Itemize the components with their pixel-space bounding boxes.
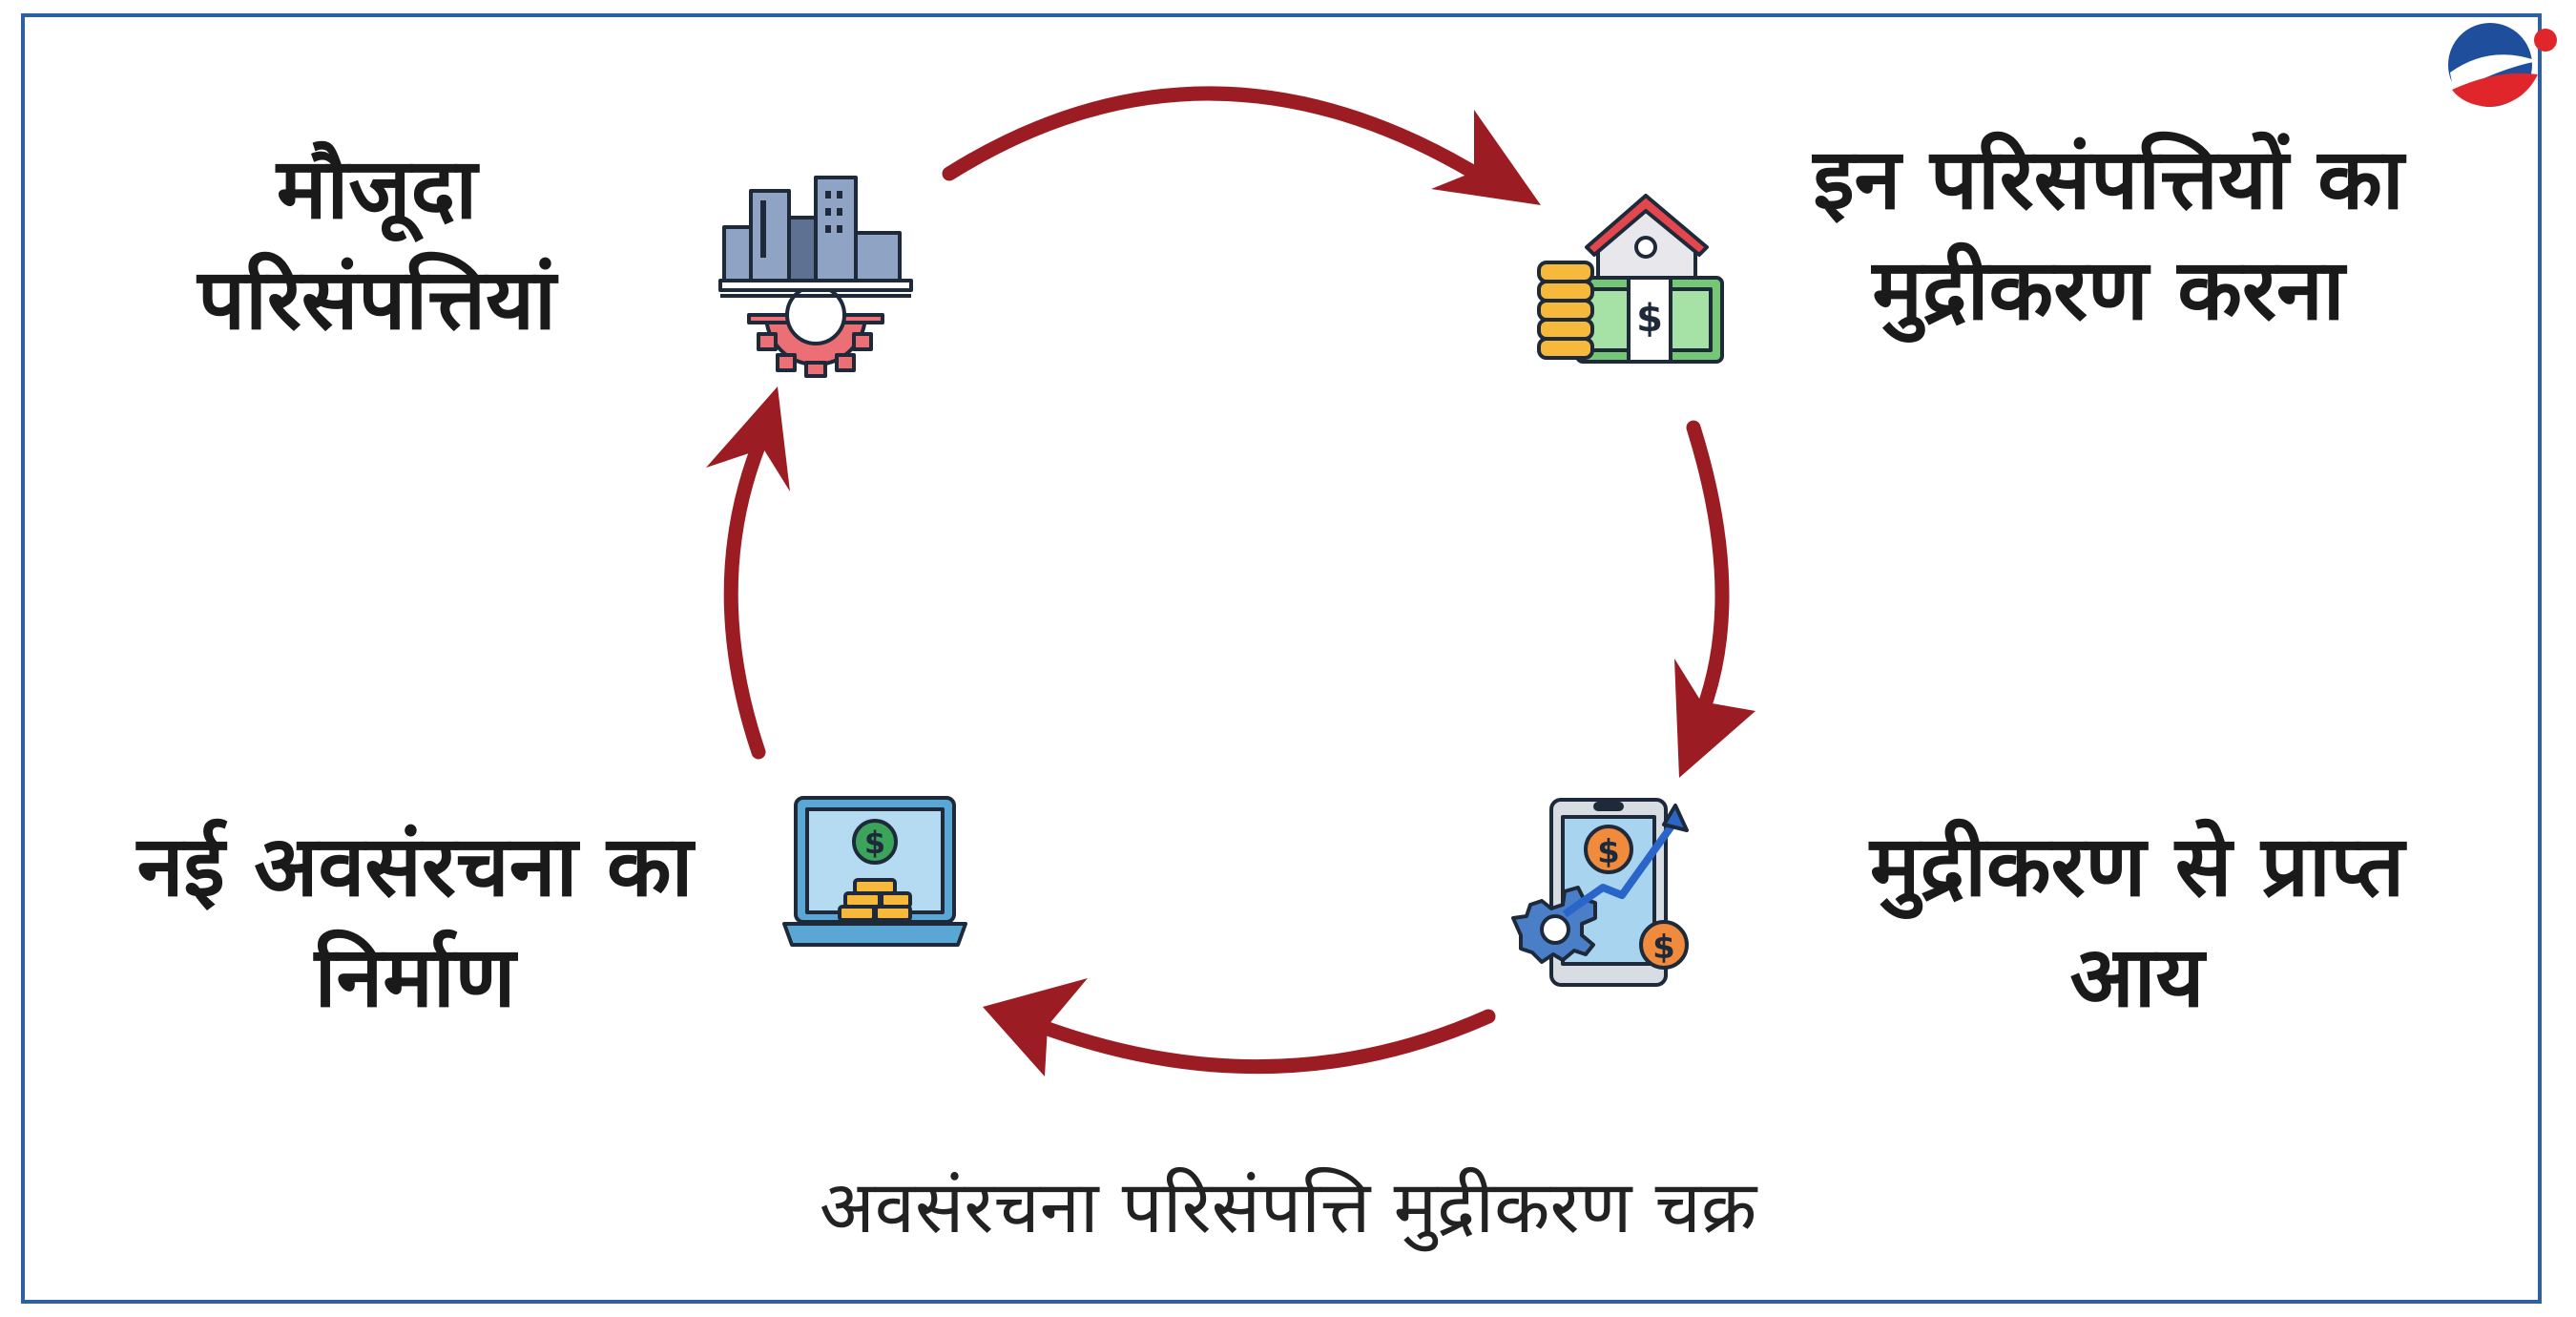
- arrow-top-head: [1431, 110, 1541, 205]
- node-label-line: आय: [2069, 928, 2205, 1026]
- svg-text:$: $: [1636, 297, 1663, 341]
- arrow-right-head: [1674, 658, 1755, 778]
- arrow-bottom-stroke: [1032, 1009, 1496, 1075]
- node-existing-assets-label: मौजूदा परिसंपत्तियां: [124, 134, 630, 355]
- node-label-line: परिसंपत्तियां: [197, 250, 556, 348]
- diagram-caption: अवसंरचना परिसंपत्ति मुद्रीकरण चक्र: [819, 1164, 1757, 1249]
- node-label-line: इन परिसंपत्तियों का: [1813, 130, 2404, 228]
- node-label-line: मौजूदा: [276, 139, 478, 238]
- node-monetize-assets-label: इन परिसंपत्तियों का मुद्रीकरण करना: [1708, 124, 2509, 345]
- node-label-line: निर्माण: [314, 928, 516, 1026]
- arrow-right-stroke: [1686, 420, 1730, 741]
- node-label-line: मुद्रीकरण से प्राप्त: [1869, 817, 2405, 915]
- diagram-frame: [21, 13, 2542, 1304]
- brand-logo-icon: [2448, 23, 2557, 107]
- node-label-line: नई अवसंरचना का: [136, 817, 694, 915]
- arrow-left-stroke: [723, 427, 771, 760]
- node-new-infrastructure-label: नई अवसंरचना का निर्माण: [57, 811, 773, 1033]
- node-income-label: मुद्रीकरण से प्राप्त आय: [1775, 811, 2500, 1033]
- house-money-coins-icon: $: [1537, 194, 1724, 364]
- arrow-left-head: [706, 387, 790, 491]
- svg-text:$: $: [1652, 929, 1675, 967]
- node-label-line: मुद्रीकरण करना: [1872, 240, 2345, 339]
- laptop-coins-icon: $: [782, 796, 967, 947]
- tablet-growth-chart-icon: $$: [1511, 798, 1689, 987]
- arrow-top-stroke: [942, 86, 1496, 189]
- arrow-bottom-head: [983, 978, 1088, 1077]
- svg-text:$: $: [1597, 833, 1620, 871]
- svg-text:$: $: [864, 825, 885, 861]
- buildings-gear-icon: [718, 176, 913, 378]
